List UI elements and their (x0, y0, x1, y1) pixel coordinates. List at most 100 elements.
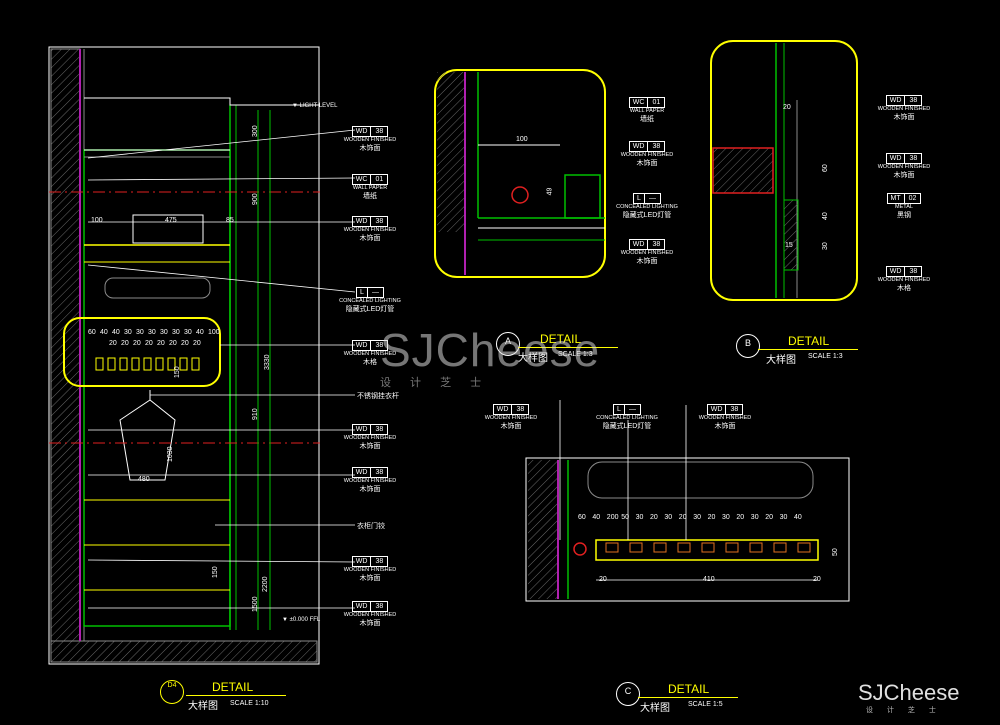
tag-number: 38 (375, 128, 384, 135)
tag-code: L (634, 194, 645, 203)
title-a-text: DETAIL (540, 332, 582, 346)
tag-number: 02 (908, 195, 917, 202)
d4-basket (132, 214, 204, 244)
b-dim: 15 (785, 242, 793, 249)
d4-grid-dim: 30 (148, 329, 156, 336)
c-slat (797, 542, 811, 553)
title-b: B DETAIL 大样图 SCALE 1:3 (736, 334, 866, 366)
tag-english: CONCEALED LIGHTING (596, 415, 658, 421)
c-dim-top: 30 (722, 514, 730, 521)
c-slat (629, 542, 643, 553)
d4-grid-dim: 100 (208, 329, 220, 336)
c-dim-top: 20 (678, 514, 687, 521)
detail-c-frame (525, 457, 850, 602)
detail-a-led-icon (511, 186, 529, 204)
d4-light-bar (104, 277, 211, 299)
d4-callout-hinge: 衣柜门铰 (357, 523, 385, 530)
d4-dim-horizontal: 85 (226, 217, 234, 224)
tag-number: — (628, 406, 636, 413)
c-slat (725, 542, 739, 553)
d4-grid-dim2: 20 (169, 340, 177, 347)
tag-number: 38 (375, 342, 384, 349)
c-slat (773, 542, 787, 553)
d4-dim-horizontal: 475 (165, 217, 177, 224)
tag-chinese: 木饰面 (359, 620, 381, 627)
c-dim-bottom: 20 (599, 576, 607, 583)
tag-chinese: 木饰面 (636, 160, 658, 167)
tag-code: WD (887, 154, 906, 163)
d4-dim-vertical: 300 (252, 125, 259, 137)
d4-grid-dim: 30 (184, 329, 192, 336)
tag-number: 38 (652, 241, 661, 248)
c-dim-bottom: 20 (813, 576, 821, 583)
corner-logo-cn: 设 计 芝 士 (866, 707, 942, 714)
corner-logo-brand: SJCheese (858, 680, 960, 705)
c-dim-bottom: 410 (703, 576, 715, 583)
title-d4: D4 DETAIL 大样图 SCALE 1:10 (160, 680, 290, 712)
d4-grid-dim2: 20 (121, 340, 129, 347)
b-dim: 60 (822, 164, 829, 172)
c-dim-top: 30 (693, 514, 701, 521)
d4-grid-dim: 40 (112, 329, 120, 336)
detail-a-dim-49: 49 (546, 187, 554, 196)
d4-dim-150: 150 (174, 366, 181, 378)
c-dim-top: 40 (592, 514, 601, 521)
tag-english: WOODEN FINISHED (343, 478, 397, 484)
c-dim-top: 60 (578, 514, 586, 521)
c-dim-top: 50 (621, 514, 629, 521)
c-dim-top: 20 (765, 514, 773, 521)
c-dim-top: 30 (635, 514, 644, 521)
tag-chinese: 木饰面 (359, 575, 381, 582)
watermark: SJCheese 设 计 芝 士 (380, 326, 630, 396)
detail-b-section (710, 40, 858, 301)
tag-number: 38 (375, 558, 384, 565)
title-c-scale: SCALE 1:5 (688, 701, 723, 708)
title-b-text: DETAIL (788, 334, 830, 348)
detail-c-light-bar (587, 461, 814, 499)
tag-english: WOODEN FINISHED (343, 227, 397, 233)
tag-chinese: 隐藏式LED灯管 (602, 423, 652, 430)
tag-code: WD (353, 468, 372, 477)
level-top: ▼ LIGHT LEVEL (292, 103, 338, 109)
tag-english: WOODEN FINISHED (877, 106, 931, 112)
d4-grid-slat (179, 357, 188, 371)
d4-grid-slat (155, 357, 164, 371)
c-dim-side: 50 (832, 548, 839, 556)
d4-grid-dim: 30 (172, 329, 180, 336)
tag-number: 38 (375, 426, 384, 433)
tag-number: 38 (909, 155, 918, 162)
detail-c-section (525, 400, 850, 602)
c-dim-top: 20 (736, 514, 745, 521)
d4-grid-dim: 60 (88, 329, 96, 336)
tag-english: WOODEN FINISHED (343, 351, 397, 357)
b-dim: 40 (822, 212, 829, 220)
d4-grid-dim2: 20 (181, 340, 189, 347)
tag-number: 38 (375, 218, 384, 225)
d4-dim-vertical: 3330 (264, 354, 271, 370)
watermark-cn: 设 计 芝 士 (380, 377, 490, 389)
d4-dim-vertical: 150 (212, 566, 219, 578)
tag-english: METAL (895, 204, 913, 210)
d4-dim-horizontal: 100 (91, 217, 103, 224)
d4-dim-vertical: 2200 (262, 576, 269, 592)
tag-english: WOODEN FINISHED (620, 250, 674, 256)
d4-grid-dim: 40 (196, 329, 204, 336)
